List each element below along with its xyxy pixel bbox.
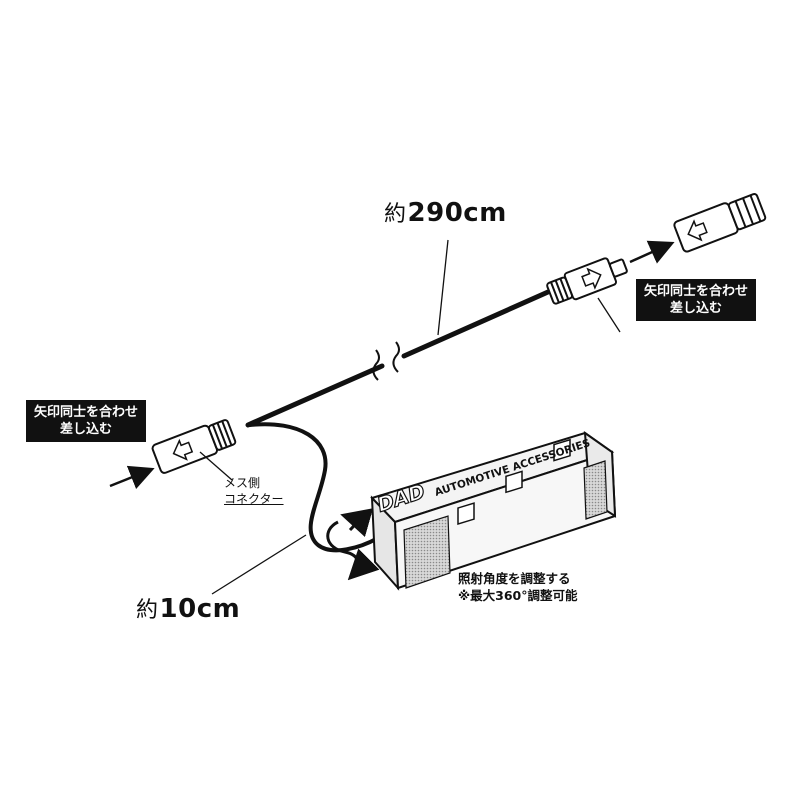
cable-length-value: 290cm <box>407 198 507 228</box>
short-length-label: 約10cm <box>136 592 240 624</box>
arrow-right-icon <box>109 465 155 490</box>
female-connector <box>151 419 237 474</box>
speaker-mesh <box>583 460 608 520</box>
angle-note-label: 照射角度を調整する ※最大360°調整可能 <box>458 571 578 603</box>
short-length-value: 10cm <box>159 594 241 624</box>
speaker-mesh <box>403 515 451 589</box>
cable-length-prefix: 約 <box>384 202 407 227</box>
device-button <box>553 438 571 462</box>
separate-connector <box>673 193 767 253</box>
device-button <box>505 470 523 494</box>
arrow-right-icon <box>629 240 675 264</box>
short-cable <box>248 422 380 553</box>
rotate-arrow-icon <box>326 520 380 581</box>
device-button <box>457 502 475 525</box>
connector-arrow-icon <box>581 267 602 290</box>
leader-male-connector <box>597 297 621 333</box>
cable-length-label: 約290cm <box>384 196 507 228</box>
leader-short-length <box>211 534 307 595</box>
arrow-instruction-left: 矢印同士を合わせ 差し込む <box>26 400 147 442</box>
light-device: DAD AUTOMOTIVE ACCESSORIES <box>370 430 617 591</box>
male-connector <box>546 257 628 305</box>
connector-arrow-icon <box>172 438 194 461</box>
main-cable <box>245 289 551 428</box>
leader-cable-length <box>437 239 449 336</box>
connector-arrow-icon <box>687 219 708 242</box>
short-length-prefix: 約 <box>136 598 159 623</box>
arrow-instruction-right: 矢印同士を合わせ 差し込む <box>636 279 757 321</box>
female-connector-label: メス側 コネクター <box>224 476 284 506</box>
leader-female-connector <box>199 451 233 481</box>
cable-break-mark <box>372 349 380 381</box>
